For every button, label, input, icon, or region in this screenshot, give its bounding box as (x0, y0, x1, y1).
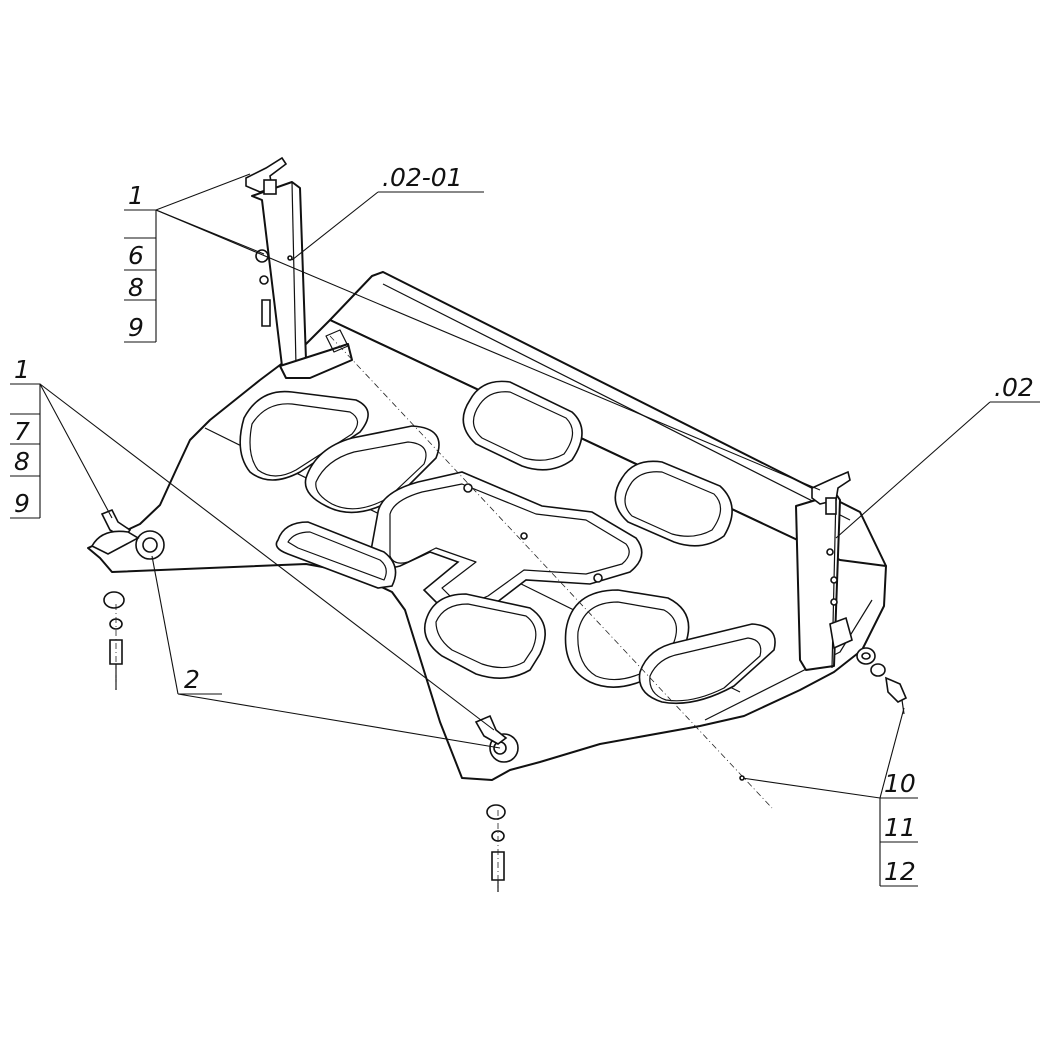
leader-lines (10, 173, 1040, 887)
callout-1: 1 (128, 181, 144, 210)
callout-9: 9 (14, 489, 30, 518)
ventilation-slot (304, 425, 440, 514)
right-mount-fasteners (856, 647, 908, 715)
callout-labels-bottom-right: 10 11 12 (884, 769, 916, 886)
callout-2: 2 (184, 665, 200, 694)
right-bracket (795, 470, 853, 671)
callout-12: 12 (884, 857, 916, 886)
left-bracket (245, 156, 353, 379)
callout-labels-left: 1 7 8 9 (14, 355, 30, 518)
ventilation-slot (275, 521, 397, 589)
callout-7: 7 (14, 417, 30, 446)
callout-1: 1 (14, 355, 30, 384)
callout-9: 9 (128, 313, 144, 342)
callout-11: 11 (884, 813, 916, 842)
front-mount-fasteners (474, 714, 519, 892)
callout-10: 10 (884, 769, 916, 798)
ventilation-slot (462, 380, 583, 471)
axis-lines (115, 335, 773, 890)
ventilation-slot (614, 460, 733, 547)
ventilation-slot (423, 593, 546, 679)
callout-labels-top-left: 1 6 8 9 (128, 181, 144, 342)
ventilation-slot (638, 623, 776, 705)
callout-8: 8 (128, 273, 144, 302)
left-mount-fasteners (90, 508, 165, 690)
callout-02: .02 (994, 373, 1034, 402)
callout-8: 8 (14, 447, 30, 476)
callout-02-01: .02-01 (382, 163, 463, 192)
skid-plate (87, 271, 887, 781)
callout-6: 6 (128, 241, 144, 270)
ventilation-slot (239, 390, 369, 481)
